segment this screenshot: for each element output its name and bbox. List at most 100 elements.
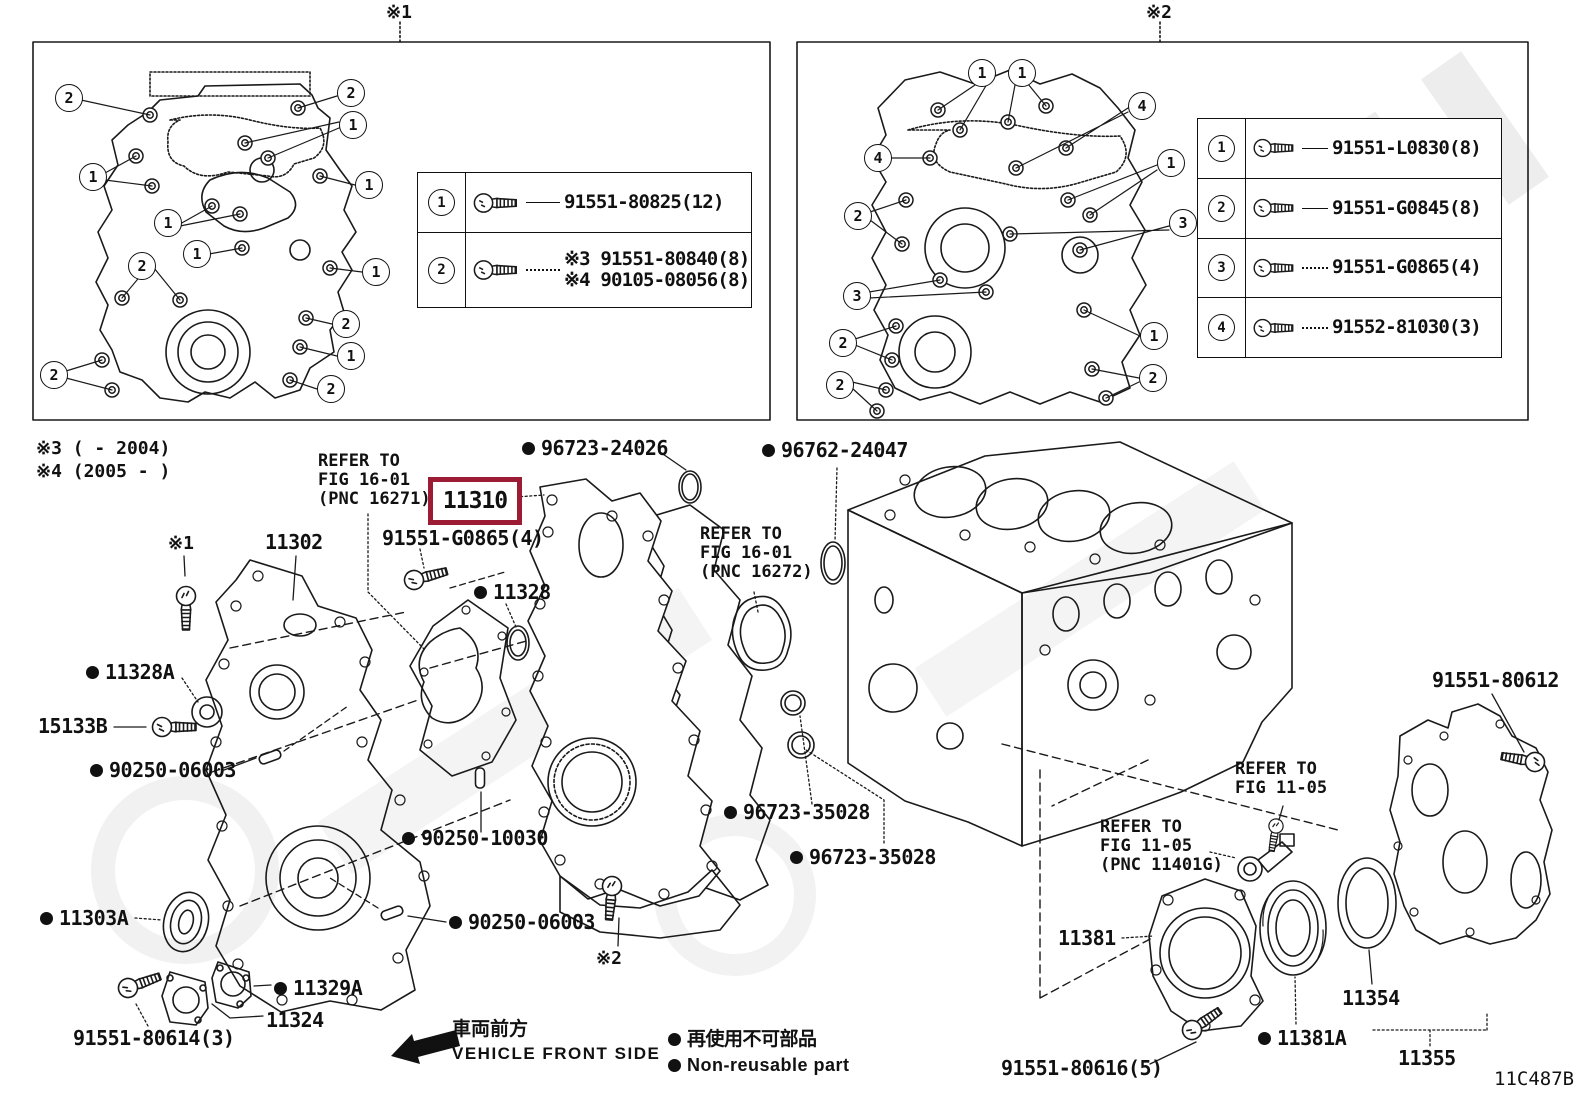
legend-row: 91552-81030(3) [1246,298,1501,357]
label-leaders-solid [113,451,1525,1065]
kidney-gasket [731,595,792,671]
label-star2-bolt: ※2 [596,948,622,969]
o-ring-96723-35028-b [787,731,815,759]
legend-row: 1 [418,173,466,233]
inset-right-frame [796,41,1529,421]
highlighted-part-11310[interactable]: 11310 [428,477,522,525]
non-reusable-dot-icon [522,441,535,455]
callout: 2 [826,371,854,399]
callout: 1 [1157,149,1185,177]
callout: 1 [337,342,365,370]
part-number: 91551-L0830(8) [1332,136,1482,159]
cylinder-block [847,441,1293,847]
inset-right-drawing [851,69,1170,419]
callout: 2 [337,79,365,107]
callout: 1 [355,171,383,199]
callout: 2 [1139,364,1167,392]
label-91551-80612: 91551-80612 [1432,668,1559,692]
part-number: 91551-G0845(8) [1332,196,1482,219]
bolt-icon [473,260,518,280]
part-number: 91551-80825(12) [564,191,724,213]
label-96723-35028-a: 96723-35028 [724,802,870,822]
label-star1-bolt: ※1 [168,533,194,554]
label-90250-06003-a: 90250-06003 [90,760,236,780]
callout: 1 [79,163,107,191]
refer-fig16-01-pnc16272: REFER TO FIG 16-01 (PNC 16272) [700,524,813,582]
legend-row: ※3 91551-80840(8) ※4 90105-08056(8) [466,233,751,307]
non-reusable-dot-icon [668,1058,681,1072]
rear-plate-11355 [1389,703,1553,945]
callout: 2 [332,310,360,338]
label-11303A: 11303A [40,908,129,928]
label-11329A: 11329A [274,978,363,998]
crank-sensor [1237,833,1295,882]
non-reusable-dot-icon [1258,1031,1271,1045]
label-96762-24047: 96762-24047 [762,440,908,460]
label-90250-06003-b: 90250-06003 [449,912,595,932]
bolt-icon [1253,199,1294,218]
callout: 2 [128,252,156,280]
timing-cover-11302 [205,559,431,1013]
legend-row: 2 [1198,178,1246,239]
leader-line [526,202,560,203]
part-number: ※3 91551-80840(8) [564,248,750,270]
leader-line [1302,207,1328,209]
oil-seal-11381A [1259,880,1327,976]
label-11328A: 11328A [86,662,175,682]
inset-right-callout-leaders [851,83,1170,412]
non-reusable-dot-icon [86,665,99,679]
vehicle-front-label-en: VEHICLE FRONT SIDE [452,1044,661,1063]
legend-row: 2 [418,233,466,307]
part-number: 91551-G0865(4) [1332,256,1482,279]
o-ring-96762-24047 [820,541,846,585]
inset-left-marker: ※1 [386,2,412,23]
label-90250-10030: 90250-10030 [402,828,548,848]
bolt-icon [473,192,518,213]
inset-right-marker: ※2 [1146,2,1172,23]
vehicle-front-arrow-icon [391,1030,460,1064]
leader-line [526,269,560,271]
chain-cover-11310 [527,478,771,939]
legend-row: 3 [1198,238,1246,299]
inset-left-frame [32,41,771,421]
callout: 3 [843,282,871,310]
gasket-11329A [211,961,252,1009]
label-11355: 11355 [1398,1046,1456,1070]
label-leaders-dotted [134,467,1488,1047]
bolt-icon [1253,318,1294,337]
callout: 4 [1128,92,1156,120]
non-reusable-dot-icon [790,850,803,864]
callout: 3 [1169,209,1197,237]
callout: 2 [317,375,345,403]
bolt-icon [1253,258,1294,277]
callout: 1 [968,59,996,87]
label-96723-24026: 96723-24026 [522,438,668,458]
non-reusable-dot-icon [90,763,103,777]
label-91551-G0865: 91551-G0865(4) [382,526,544,550]
callout-number: 1 [428,189,455,216]
callout: 1 [1140,322,1168,350]
label-11381A: 11381A [1258,1028,1347,1048]
non-reusable-dot-icon [762,443,775,457]
label-11354: 11354 [1342,986,1400,1010]
o-ring-96723-24026 [678,470,702,504]
label-11324: 11324 [266,1008,324,1032]
legend-row: 91551-G0865(4) [1246,239,1501,299]
callout-number: 3 [1208,254,1235,282]
non-reusable-dot-icon [449,915,462,929]
non-reusable-dot-icon [402,831,415,845]
callout: 1 [154,209,182,237]
seal-ring-11354 [1337,857,1397,949]
pump-gasket [409,599,517,777]
seal-retainer-11381 [1148,878,1264,1032]
non-reusable-dot-icon [274,981,287,995]
callout: 2 [829,329,857,357]
alignment-dashes [211,611,1339,999]
legend-row: 91551-G0845(8) [1246,179,1501,239]
leader-line [1302,147,1328,149]
fastener-legend-left: 1 91551-80825(12) 2 ※3 91551-80840(8) ※4… [417,172,752,308]
refer-fig11-05-pnc11401g: REFER TO FIG 11-05 (PNC 11401G) [1100,817,1223,875]
leader-line [1302,326,1328,329]
